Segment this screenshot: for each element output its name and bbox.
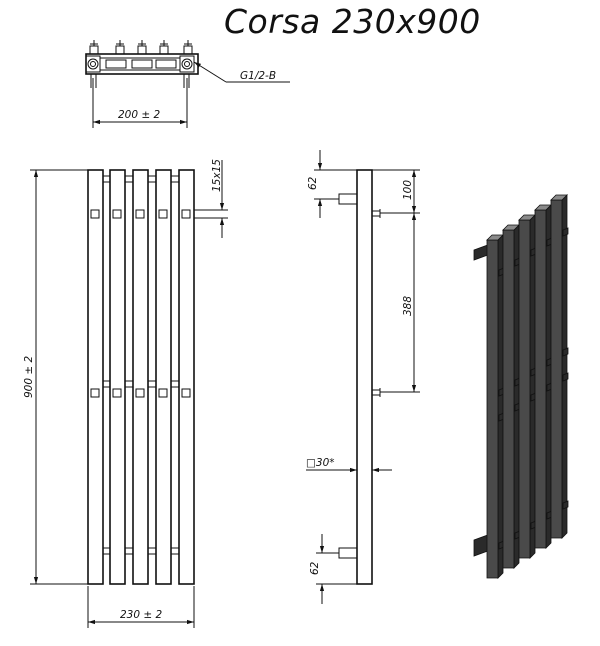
bracket-top-label: 100: [402, 180, 414, 200]
iso-tube-side: [529, 214, 536, 559]
side-bottom-offset-label: 62: [309, 561, 321, 575]
iso-tube-side: [497, 234, 504, 579]
side-view: 62 100 388 □30* 62: [306, 150, 420, 604]
drawing-title: Corsa 230x900: [224, 2, 481, 41]
thread-label: G1/2-B: [240, 70, 276, 82]
iso-tube: [518, 219, 531, 559]
iso-tube: [534, 209, 547, 549]
iso-tube-side: [545, 204, 552, 549]
iso-tube-side: [513, 224, 520, 569]
tube-section-label: 15x15: [211, 159, 223, 192]
bottom-width-label: 230 ± 2: [120, 609, 163, 621]
bracket-spacing-label: 388: [402, 296, 414, 316]
height-label: 900 ± 2: [23, 355, 35, 398]
front-view: 900 ± 2 15x15 230 ± 2: [23, 159, 228, 628]
top-view: G1/2-B 200 ± 2: [85, 40, 290, 128]
iso-tube: [550, 199, 563, 539]
iso-tube-top: [550, 194, 568, 201]
profile-label: □30*: [306, 457, 335, 469]
top-width-label: 200 ± 2: [118, 109, 161, 121]
front-tubes: [87, 169, 195, 585]
iso-tube-side: [561, 194, 568, 539]
iso-knob: [562, 227, 569, 237]
iso-tube: [486, 239, 499, 579]
iso-knob: [562, 347, 569, 357]
iso-tube: [502, 229, 515, 569]
isometric-view: [473, 194, 569, 579]
iso-knob: [562, 372, 569, 382]
side-top-offset-label: 62: [307, 176, 319, 190]
iso-knob: [562, 500, 569, 510]
